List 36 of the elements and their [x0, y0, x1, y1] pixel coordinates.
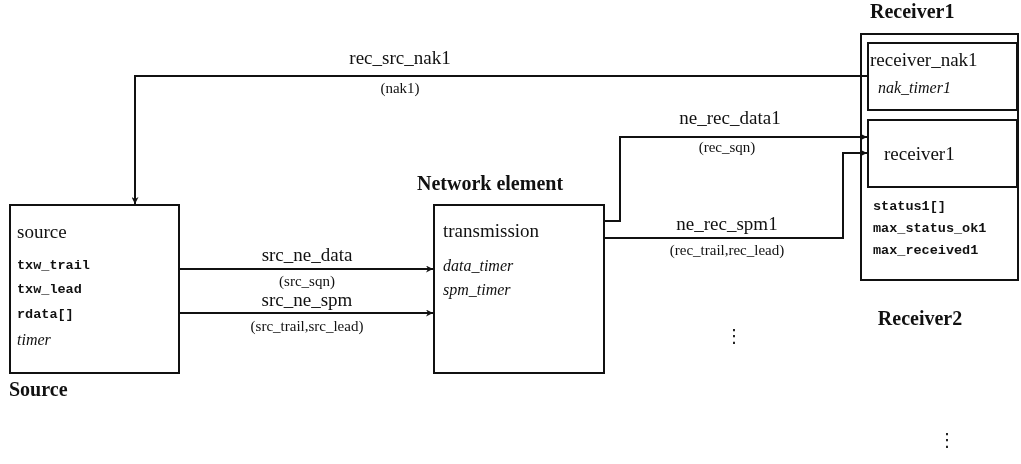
arrow [604, 133, 868, 222]
process-name: source [17, 222, 67, 243]
variable-name: nak_timer1 [878, 79, 951, 97]
variable-name: status1[] [873, 200, 946, 215]
edge-label: src_ne_data [259, 245, 355, 266]
arrow [131, 75, 868, 205]
arrow [604, 149, 868, 239]
edge-parameter-label: (src_trail,src_lead) [250, 318, 364, 335]
edge-label: ne_rec_spm1 [674, 214, 780, 235]
variable-name: txw_lead [17, 283, 82, 298]
edge-parameter-label: (nak1) [380, 80, 420, 97]
edge-parameter-label: (rec_trail,rec_lead) [669, 242, 785, 259]
variable-name: rdata[] [17, 308, 74, 323]
process-name: receiver1 [884, 144, 955, 165]
edge-parameter-label: (rec_sqn) [698, 139, 756, 156]
component-heading: Network element [417, 172, 564, 194]
sub-process-box [867, 42, 1018, 111]
arrow [179, 265, 434, 273]
variable-name: data_timer [443, 257, 514, 275]
ellipsis-dots: ⋮ [938, 430, 956, 450]
variable-name: timer [17, 331, 51, 349]
sub-process-box [867, 119, 1018, 188]
component-heading: Receiver2 [877, 307, 963, 329]
variable-name: txw_trail [17, 259, 90, 274]
arrow [179, 309, 434, 317]
edge-parameter-label: (src_sqn) [279, 273, 335, 290]
edge-label: rec_src_nak1 [347, 48, 453, 69]
component-heading: Source [9, 378, 68, 400]
component-heading: Receiver1 [870, 0, 955, 22]
process-name: receiver_nak1 [870, 50, 978, 71]
variable-name: max_received1 [873, 244, 979, 259]
edge-label: ne_rec_data1 [677, 108, 783, 129]
ellipsis-dots: ⋮ [725, 326, 743, 346]
process-name: transmission [443, 221, 540, 242]
variable-name: max_status_ok1 [873, 222, 987, 237]
variable-name: spm_timer [443, 281, 511, 299]
